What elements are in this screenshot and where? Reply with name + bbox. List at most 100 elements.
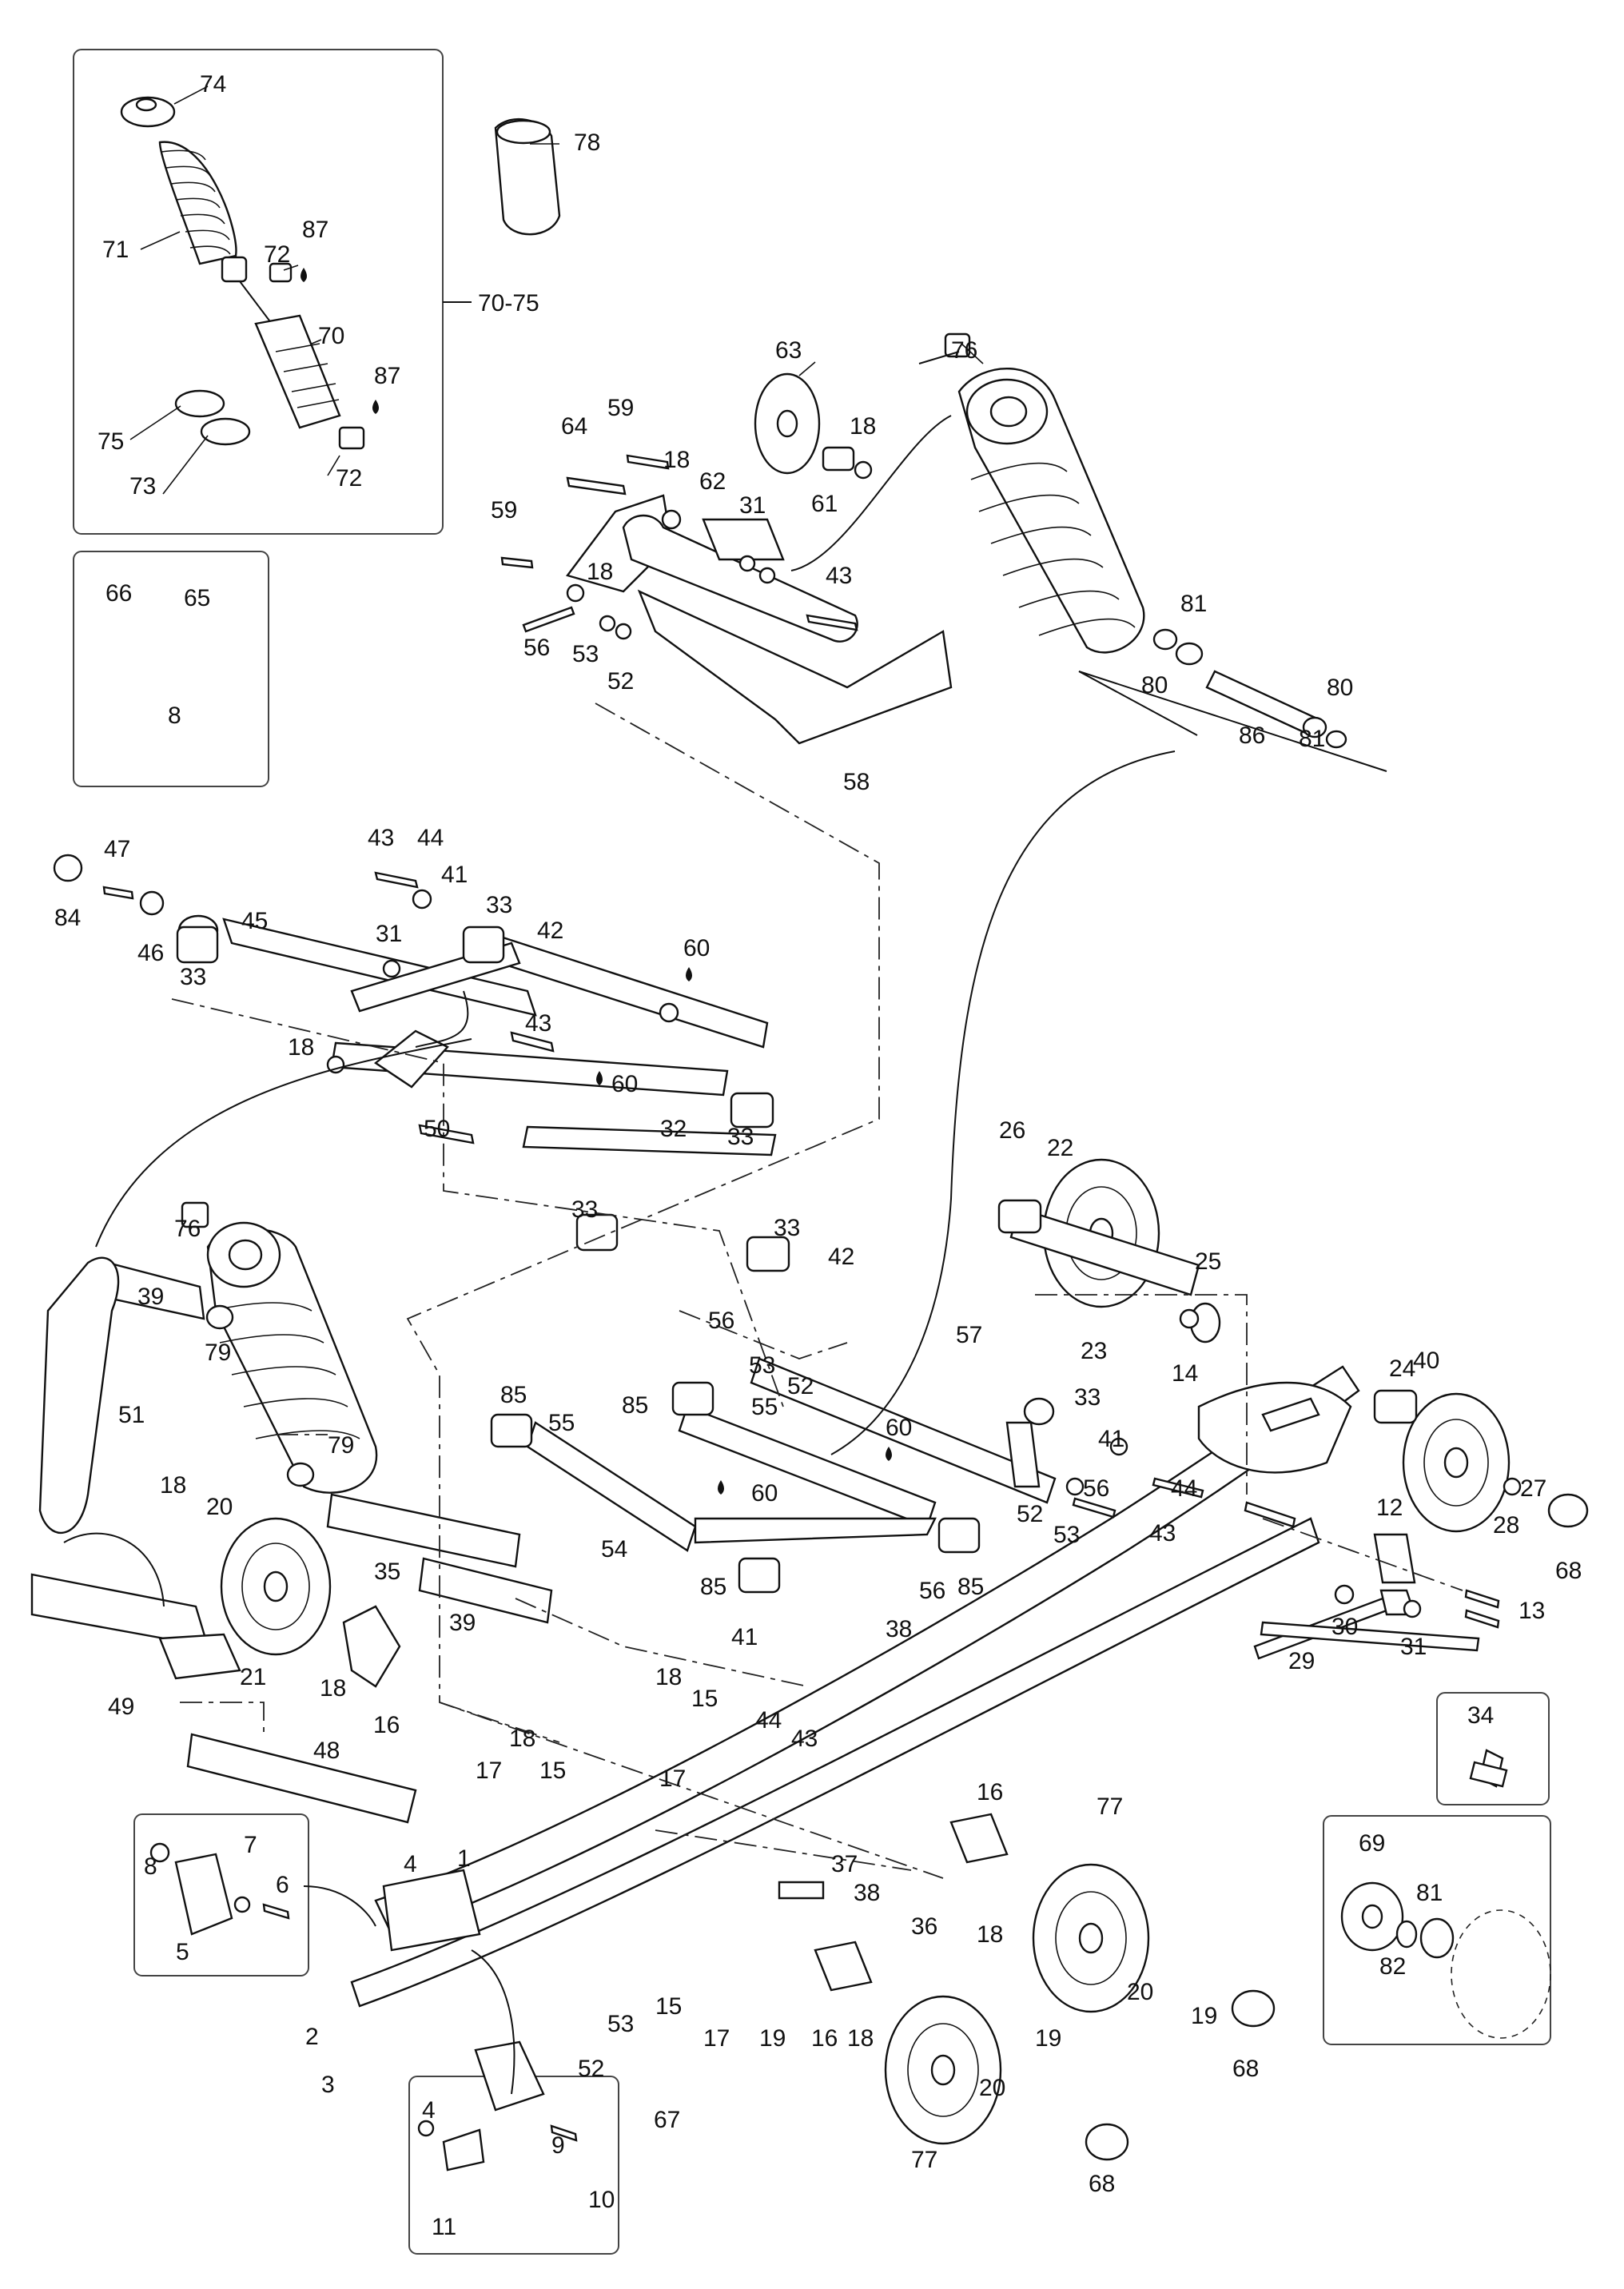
callout-16: 16 — [811, 2025, 838, 2052]
callout-52: 52 — [1017, 1501, 1043, 1527]
callout-4: 4 — [404, 1851, 417, 1877]
callout-labels: 74 78 71 87 72 70-75 70 87 75 73 72 66 6… — [54, 71, 1582, 2240]
callout-37: 37 — [831, 1851, 858, 1877]
callout-73: 73 — [129, 473, 156, 500]
callout-33: 33 — [774, 1215, 800, 1241]
callout-18: 18 — [160, 1472, 186, 1499]
callout-16: 16 — [977, 1779, 1003, 1805]
connection-curve-f — [415, 990, 469, 1048]
callout-44: 44 — [755, 1707, 782, 1734]
callout-19: 19 — [1191, 2003, 1217, 2029]
callout-40: 40 — [1413, 1348, 1439, 1374]
callout-33: 33 — [571, 1196, 598, 1223]
callout-64: 64 — [561, 413, 587, 440]
assembly-guide-lines — [171, 703, 1463, 1879]
callout-39: 39 — [449, 1610, 476, 1636]
end-cap-68-b — [1085, 2123, 1129, 2161]
callout-49: 49 — [108, 1694, 134, 1720]
callout-51: 51 — [118, 1402, 145, 1428]
callout-72: 72 — [336, 465, 362, 492]
callout-52: 52 — [578, 2056, 604, 2082]
callout-47: 47 — [104, 836, 130, 862]
wheel-40-drawing — [1373, 1389, 1589, 1533]
rear-arm-bracket-drawing — [500, 372, 953, 745]
callout-33: 33 — [486, 892, 512, 918]
callout-18: 18 — [320, 1675, 346, 1702]
callout-76: 76 — [174, 1216, 201, 1242]
callout-30: 30 — [1331, 1614, 1358, 1640]
callout-18: 18 — [977, 1921, 1003, 1948]
callout-5: 5 — [176, 1939, 189, 1965]
callout-20: 20 — [979, 2075, 1005, 2101]
bearing-inset-drawing — [1340, 1881, 1551, 2039]
callout-33: 33 — [180, 964, 206, 990]
wheel-23-drawing — [997, 1158, 1221, 1344]
callout-16: 16 — [373, 1712, 400, 1738]
callout-8: 8 — [168, 703, 181, 729]
callout-80: 80 — [1327, 675, 1353, 701]
callout-46: 46 — [137, 940, 164, 966]
callout-1: 1 — [457, 1845, 471, 1872]
callout-21: 21 — [240, 1664, 266, 1690]
callout-54: 54 — [601, 1536, 627, 1562]
callout-80: 80 — [1141, 672, 1168, 699]
end-cap-68-a — [1231, 1989, 1276, 2028]
callout-56: 56 — [708, 1308, 734, 1334]
callout-43: 43 — [791, 1726, 818, 1752]
callout-60: 60 — [611, 1071, 638, 1097]
callout-18: 18 — [663, 447, 690, 473]
callout-85: 85 — [957, 1574, 984, 1600]
callout-15: 15 — [539, 1758, 566, 1784]
callout-20: 20 — [1127, 1979, 1153, 2005]
callout-70-75: 70-75 — [478, 290, 539, 316]
callout-72: 72 — [264, 241, 290, 268]
callout-85: 85 — [500, 1382, 527, 1408]
callout-9: 9 — [551, 2132, 565, 2159]
callout-75: 75 — [98, 428, 124, 455]
callout-43: 43 — [368, 825, 394, 851]
callout-31: 31 — [739, 492, 766, 519]
callout-39: 39 — [137, 1284, 164, 1310]
callout-60: 60 — [683, 935, 710, 961]
rail-end-detail-inset — [133, 1813, 309, 1977]
callout-33: 33 — [727, 1124, 754, 1150]
wheel-21-drawing — [220, 1517, 332, 1656]
callout-20: 20 — [206, 1494, 233, 1520]
callout-71: 71 — [102, 237, 129, 263]
callout-52: 52 — [607, 668, 634, 695]
callout-50: 50 — [424, 1116, 450, 1142]
callout-44: 44 — [1171, 1475, 1197, 1502]
callout-87: 87 — [302, 217, 328, 243]
callout-18: 18 — [509, 1726, 535, 1752]
callout-56: 56 — [919, 1578, 945, 1604]
callout-57: 57 — [956, 1322, 982, 1348]
shock-assembly-drawing — [120, 96, 561, 450]
callout-58: 58 — [843, 769, 870, 795]
callout-61: 61 — [811, 491, 838, 517]
callout-66: 66 — [105, 580, 132, 607]
callout-42: 42 — [828, 1244, 854, 1270]
callout-69: 69 — [1359, 1830, 1385, 1857]
callout-28: 28 — [1493, 1512, 1519, 1539]
callout-68: 68 — [1232, 2056, 1259, 2082]
front-shock-boot-drawing — [106, 1201, 553, 1624]
callout-82: 82 — [1379, 1953, 1406, 1980]
callout-78: 78 — [574, 129, 600, 156]
callout-24: 24 — [1389, 1355, 1415, 1382]
grease-fitting-drawing — [1469, 1761, 1508, 1788]
callout-59: 59 — [491, 497, 517, 523]
callout-34: 34 — [1467, 1702, 1494, 1729]
callout-77: 77 — [911, 2147, 937, 2173]
grease-drop-icon — [301, 268, 892, 1495]
callout-53: 53 — [572, 641, 599, 667]
callout-81: 81 — [1416, 1880, 1443, 1906]
callout-6: 6 — [276, 1872, 289, 1898]
callout-81: 81 — [1299, 726, 1325, 752]
callout-76: 76 — [951, 337, 977, 364]
callout-70: 70 — [318, 323, 344, 349]
callout-53: 53 — [607, 2011, 634, 2037]
callout-85: 85 — [700, 1574, 726, 1600]
callout-31: 31 — [376, 921, 402, 947]
callout-68: 68 — [1555, 1558, 1582, 1584]
callout-74: 74 — [200, 71, 226, 98]
